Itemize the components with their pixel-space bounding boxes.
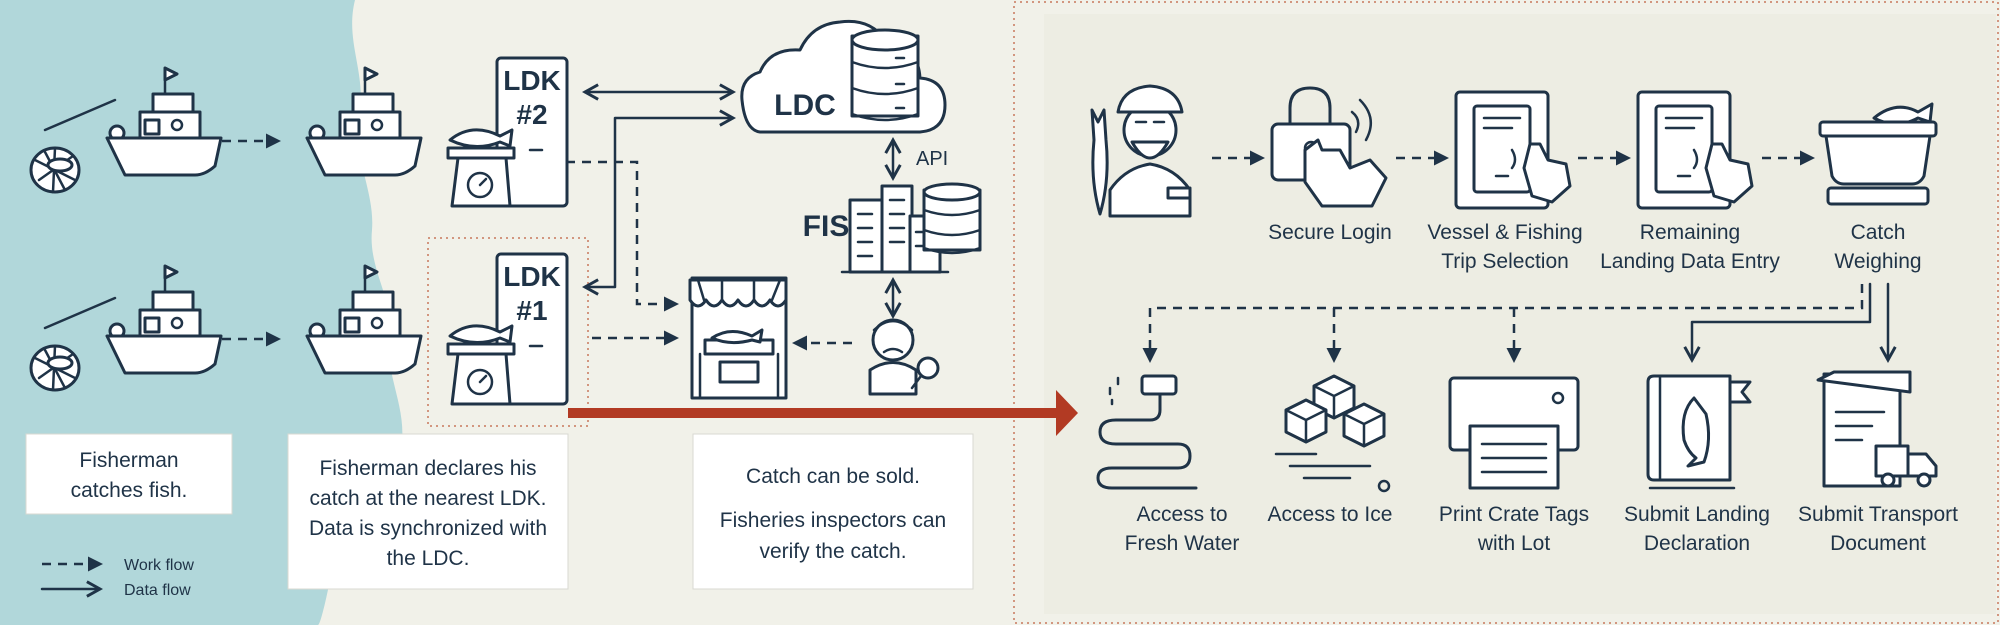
fisherman-holding-fish-icon xyxy=(1090,84,1192,218)
step-vessel-trip-label-line2: Trip Selection xyxy=(1441,250,1569,273)
caption-sold-line1: Catch can be sold. xyxy=(746,465,920,488)
ldk-2-kiosk-icon xyxy=(446,56,569,208)
step-landing-declaration-label-line1: Submit Landing xyxy=(1624,503,1770,526)
ldc-label: LDC xyxy=(774,89,836,122)
caption-declare-line3: Data is synchronized with xyxy=(309,517,547,540)
step-transport-document-label-line2: Document xyxy=(1830,532,1926,555)
caption-box-declare xyxy=(287,433,569,590)
caption-declare-line2: catch at the nearest LDK. xyxy=(310,487,547,510)
ldk-1-label-line2: #1 xyxy=(516,295,547,326)
step-vessel-trip-label-line1: Vessel & Fishing xyxy=(1427,221,1582,244)
document-truck-icon xyxy=(1816,370,1938,488)
step-secure-login-label: Secure Login xyxy=(1268,221,1392,244)
fishing-boat-icon xyxy=(305,66,423,177)
step-catch-weighing-label-line2: Weighing xyxy=(1834,250,1921,273)
step-catch-weighing-label-line1: Catch xyxy=(1851,221,1906,244)
step-landing-declaration-label-line2: Declaration xyxy=(1644,532,1750,555)
legend-data-flow-label: Data flow xyxy=(124,582,191,599)
caption-declare-line1: Fisherman declares his xyxy=(319,457,536,480)
api-label: API xyxy=(916,148,948,170)
fis-label: FIS xyxy=(803,210,850,243)
step-print-tags-label-line1: Print Crate Tags xyxy=(1439,503,1589,526)
process-panel-border xyxy=(1013,1,1999,624)
caption-sold-line4: verify the catch. xyxy=(759,540,906,563)
caption-box-fisherman xyxy=(25,433,233,515)
fisheries-inspector-icon xyxy=(868,318,940,396)
printer-icon xyxy=(1448,376,1580,490)
ldk-1-highlight-border xyxy=(427,237,589,427)
ldk-app-process-arrow xyxy=(568,390,1078,436)
market-stall-icon xyxy=(688,276,788,400)
hose-icon xyxy=(1096,374,1198,490)
scale-fish-icon xyxy=(1818,102,1938,206)
work-flow-arrow xyxy=(566,160,679,312)
step-fresh-water-label-line2: Fresh Water xyxy=(1125,532,1240,555)
caption-declare-line4: the LDC. xyxy=(387,547,470,570)
ldk-1-label-line1: LDK xyxy=(503,261,561,292)
data-flow-arrow xyxy=(585,118,733,287)
caption-fisherman-line1: Fisherman xyxy=(79,449,178,472)
ldc-cloud-database-icon xyxy=(740,19,947,134)
book-fish-icon xyxy=(1646,374,1752,490)
step-ice-label: Access to Ice xyxy=(1268,503,1393,526)
fishing-boat-icon xyxy=(305,264,423,375)
step-landing-entry-label-line2: Landing Data Entry xyxy=(1600,250,1780,273)
step-landing-entry-label-line1: Remaining xyxy=(1640,221,1740,244)
step-print-tags-label-line2: with Lot xyxy=(1477,532,1551,555)
tablet-touch-icon xyxy=(1454,90,1572,210)
ldk-2-label-line1: LDK xyxy=(503,65,561,96)
step-transport-document-label-line1: Submit Transport xyxy=(1798,503,1958,526)
legend-work-flow-label: Work flow xyxy=(124,557,194,574)
caption-sold-line3: Fisheries inspectors can xyxy=(720,509,946,532)
lock-touch-icon xyxy=(1270,86,1388,208)
ice-cubes-icon xyxy=(1274,374,1391,493)
ldk-2-label-line2: #2 xyxy=(516,99,547,130)
tablet-touch-icon xyxy=(1636,90,1754,210)
ldk-1-kiosk-icon xyxy=(446,252,569,406)
fis-building-database-icon xyxy=(840,182,982,274)
fishing-boat-with-net-icon xyxy=(29,66,223,194)
caption-fisherman-line2: catches fish. xyxy=(71,479,188,502)
caption-box-sold xyxy=(692,433,974,590)
fishing-boat-with-net-icon xyxy=(29,264,223,392)
data-flow-arrow xyxy=(1692,282,1872,360)
step-fresh-water-label-line1: Access to xyxy=(1136,503,1227,526)
